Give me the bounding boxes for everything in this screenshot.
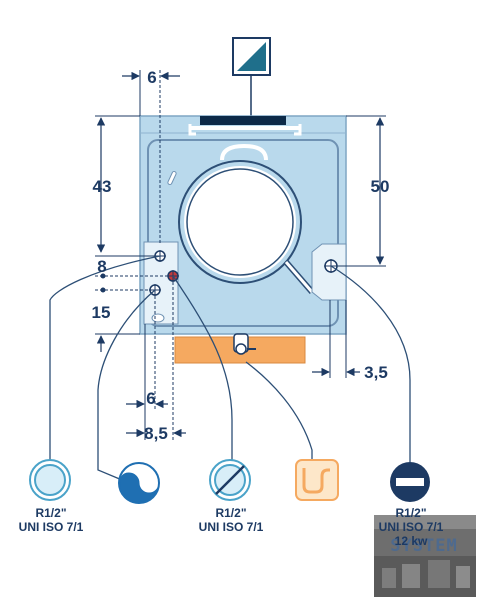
dimension-6-top bbox=[122, 70, 180, 244]
caption-hot-line1: R1/2" bbox=[215, 506, 246, 520]
label-dim-6-bottom: 6 bbox=[146, 389, 155, 408]
label-dim-43: 43 bbox=[93, 177, 112, 196]
cold-water-icon bbox=[29, 459, 71, 501]
round-basket bbox=[178, 160, 315, 294]
label-dim-8: 8 bbox=[97, 257, 106, 276]
caption-electric-line1: R1/2" bbox=[395, 506, 426, 520]
watermark-text: SYSTEM bbox=[390, 536, 457, 556]
caption-cold-line2: UNI ISO 7/1 bbox=[19, 520, 84, 534]
dimension-6-bottom bbox=[126, 282, 174, 440]
dimension-8 bbox=[95, 255, 167, 279]
water-softener-icon bbox=[118, 462, 160, 504]
label-dim-3-5: 3,5 bbox=[364, 363, 388, 382]
drain-bar bbox=[174, 333, 306, 364]
dimension-3-5 bbox=[312, 300, 360, 378]
drain-icon bbox=[295, 459, 339, 501]
label-dim-8-5: 8,5 bbox=[144, 424, 168, 443]
label-dim-50: 50 bbox=[371, 177, 390, 196]
hot-water-icon bbox=[209, 459, 251, 501]
heating-symbol-icon bbox=[232, 37, 271, 76]
caption-electric-line2: UNI ISO 7/1 bbox=[379, 520, 444, 534]
watermark-logo: SYSTEM bbox=[374, 515, 476, 597]
caption-cold-line1: R1/2" bbox=[35, 506, 66, 520]
leader-lines bbox=[49, 255, 411, 481]
basket-hoop bbox=[220, 143, 268, 161]
dimension-43 bbox=[95, 115, 140, 253]
label-dim-6-top: 6 bbox=[147, 68, 156, 87]
dimension-50 bbox=[336, 115, 386, 267]
level-slot bbox=[167, 170, 177, 186]
caption-electric-line3: 12 kw bbox=[395, 534, 428, 548]
label-dim-15: 15 bbox=[92, 303, 111, 322]
caption-hot-line2: UNI ISO 7/1 bbox=[199, 520, 264, 534]
electrical-supply-icon bbox=[390, 462, 430, 502]
left-connection-plate bbox=[143, 241, 179, 325]
lid-handle bbox=[188, 116, 302, 136]
